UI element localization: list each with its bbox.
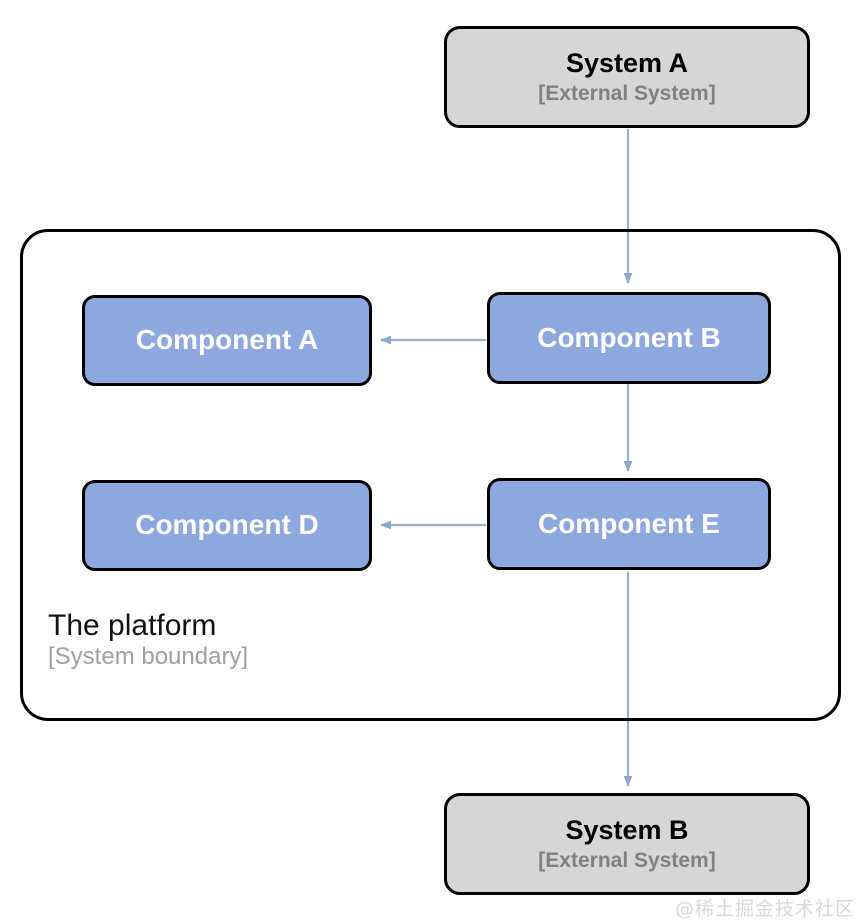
node-component-e[interactable]: Component E bbox=[487, 478, 771, 570]
node-system-a[interactable]: System A [External System] bbox=[444, 26, 810, 128]
node-component-e-title: Component E bbox=[538, 507, 720, 539]
node-component-a[interactable]: Component A bbox=[82, 295, 372, 386]
node-component-b-title: Component B bbox=[537, 321, 721, 353]
boundary-title: The platform bbox=[48, 609, 217, 642]
system-boundary-box bbox=[20, 229, 841, 721]
node-system-a-title: System A bbox=[565, 48, 689, 79]
watermark-text: @稀土掘金技术社区 bbox=[674, 898, 855, 920]
node-system-a-subtitle: [External System] bbox=[538, 81, 716, 105]
system-boundary-label: The platform [System boundary] bbox=[48, 608, 248, 672]
boundary-subtitle: [System boundary] bbox=[48, 643, 249, 671]
node-component-b[interactable]: Component B bbox=[487, 292, 771, 384]
node-system-b-title: System B bbox=[565, 815, 689, 846]
node-system-b-subtitle: [External System] bbox=[538, 848, 716, 872]
node-component-d[interactable]: Component D bbox=[82, 480, 372, 571]
node-component-d-title: Component D bbox=[135, 509, 319, 541]
node-component-a-title: Component A bbox=[135, 324, 319, 356]
node-system-b[interactable]: System B [External System] bbox=[444, 793, 810, 895]
